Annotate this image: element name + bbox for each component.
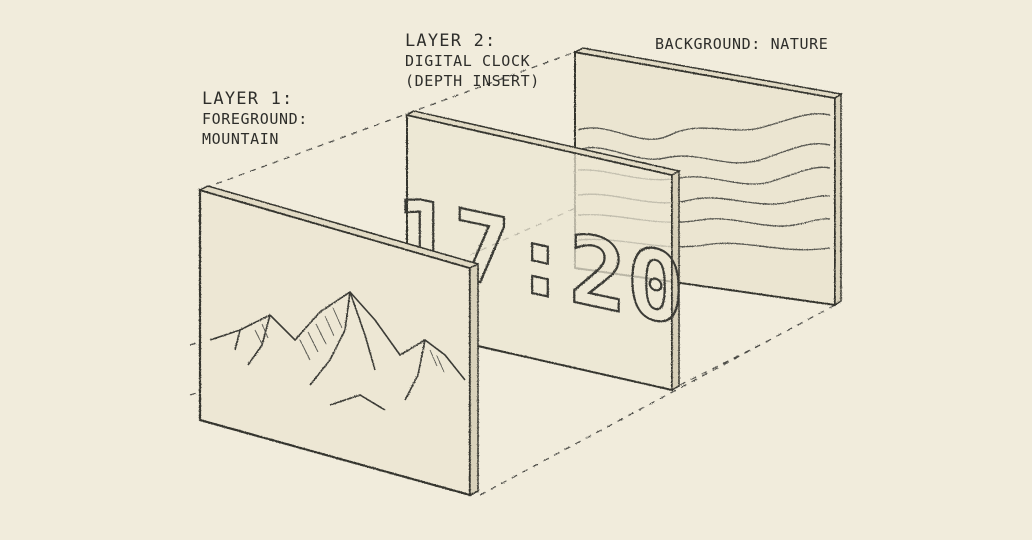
layer2-description-1: DIGITAL CLOCK — [405, 52, 531, 70]
background-title: BACKGROUND: NATURE — [655, 35, 829, 53]
mountain-sketch — [209, 290, 466, 411]
layer1-description-2: MOUNTAIN — [202, 130, 280, 148]
mountain-shading — [254, 307, 445, 373]
layer2-label: LAYER 2: DIGITAL CLOCK (DEPTH INSERT) — [405, 31, 540, 91]
layer2-description-2: (DEPTH INSERT) — [405, 72, 540, 90]
layer1-label: LAYER 1: FOREGROUND: MOUNTAIN — [202, 89, 308, 149]
background-label: BACKGROUND: NATURE — [655, 34, 828, 54]
clock-panel: 17:20 — [394, 110, 686, 392]
layer1-title: LAYER 1: — [202, 89, 294, 109]
mountain-panel — [197, 185, 481, 497]
guide-line-top — [204, 51, 576, 189]
layer1-description-1: FOREGROUND: — [202, 110, 308, 128]
layer2-title: LAYER 2: — [405, 31, 497, 51]
guide-line-rear — [679, 344, 761, 386]
